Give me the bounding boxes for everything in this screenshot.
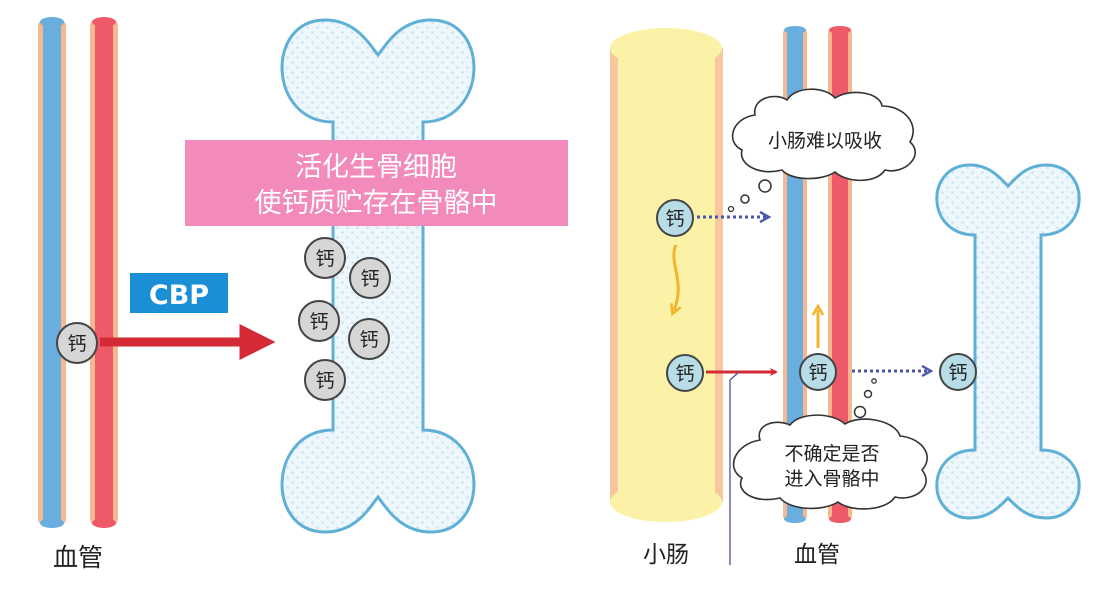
bubble-uncertain-line-1: 不确定是否 xyxy=(784,443,879,465)
small-intestine xyxy=(610,28,723,522)
thought-dot xyxy=(758,179,772,193)
calcium-badge: 钙 xyxy=(666,354,704,392)
calcium-badge: 钙 xyxy=(348,318,390,360)
bubble-uncertain-line-2: 进入骨骼中 xyxy=(784,468,879,490)
calcium-badge: 钙 xyxy=(304,237,346,279)
svg-text:钙: 钙 xyxy=(359,329,378,351)
thought-dot xyxy=(740,194,750,204)
cbp-tag: CBP xyxy=(130,273,228,313)
svg-text:钙: 钙 xyxy=(948,362,967,384)
calcium-badge: 钙 xyxy=(349,257,391,299)
svg-text:钙: 钙 xyxy=(675,363,694,385)
svg-text:钙: 钙 xyxy=(808,362,827,384)
bubble-uncertain: 不确定是否 进入骨骼中 xyxy=(732,414,928,510)
thought-dot xyxy=(863,389,873,399)
svg-text:钙: 钙 xyxy=(315,370,334,392)
calcium-badge: 钙 xyxy=(298,300,340,342)
blood-vessel-left xyxy=(38,17,118,528)
calcium-badge: 钙 xyxy=(656,199,694,237)
bubble-absorb: 小肠难以吸收 xyxy=(731,88,916,182)
calcium-badge: 钙 xyxy=(799,353,837,391)
thought-dot xyxy=(871,378,877,384)
svg-text:钙: 钙 xyxy=(309,311,328,333)
bone-right xyxy=(935,163,1081,520)
calcium-badge: 钙 xyxy=(56,322,98,364)
intestine-label: 小肠 xyxy=(643,542,689,568)
bubble-absorb-text: 小肠难以吸收 xyxy=(768,130,882,152)
banner-line-1: 活化生骨细胞 xyxy=(295,152,457,183)
osteoblast-banner: 活化生骨细胞 使钙质贮存在骨骼中 xyxy=(185,140,568,226)
banner-line-2: 使钙质贮存在骨骼中 xyxy=(255,188,498,219)
calcium-badge: 钙 xyxy=(939,353,977,391)
svg-text:钙: 钙 xyxy=(67,333,86,355)
calcium-badge: 钙 xyxy=(304,359,346,401)
left-panel: 血管 活化生骨细胞 使钙质贮存在骨骼中 CBP 钙 钙 钙 xyxy=(38,17,568,572)
blood-vessel-label-left: 血管 xyxy=(53,543,103,572)
pointer-line xyxy=(729,371,740,565)
svg-text:钙: 钙 xyxy=(360,268,379,290)
blood-vessel-label-right: 血管 xyxy=(794,542,840,568)
descend-arrow xyxy=(670,244,682,317)
svg-text:钙: 钙 xyxy=(315,248,334,270)
svg-text:钙: 钙 xyxy=(665,208,684,230)
cbp-label: CBP xyxy=(149,280,209,311)
thought-dot xyxy=(853,405,867,419)
thought-dot xyxy=(727,205,735,213)
right-panel: 小肠 血管 小肠难以吸收 不确定是否 进入骨骼中 xyxy=(610,26,1081,568)
